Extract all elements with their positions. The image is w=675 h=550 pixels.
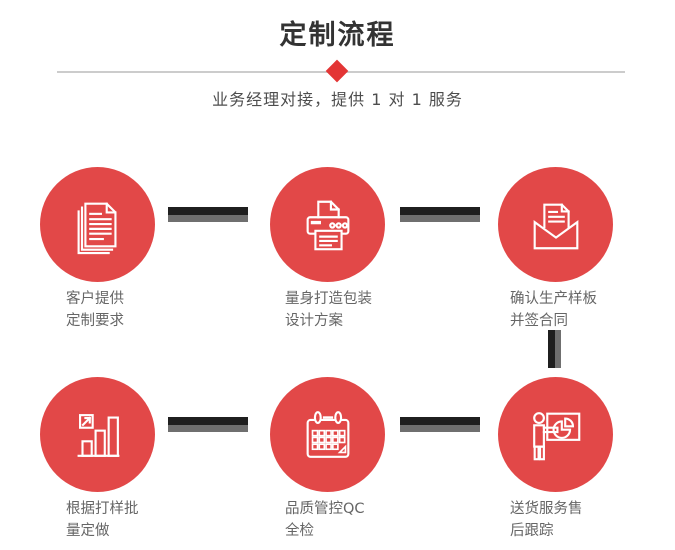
calendar-icon: [306, 410, 349, 458]
diamond-accent-icon: [325, 59, 349, 83]
step-label-line: 量定做: [66, 523, 110, 539]
step-sample-contract: [498, 167, 613, 282]
step-label-line: 全检: [285, 523, 314, 539]
step-packaging-design: [270, 167, 385, 282]
connector-step1-step2: [168, 207, 248, 222]
printer-icon: [306, 200, 349, 250]
step-batch-production: [40, 377, 155, 492]
presenter-icon: [532, 411, 580, 460]
step-label-customer-requirements: 客户提供 定制要求: [66, 288, 124, 332]
connector-step5-step6: [400, 417, 480, 432]
step-quality-control: [270, 377, 385, 492]
connector-step2-step3: [400, 207, 480, 222]
step-customer-requirements: [40, 167, 155, 282]
connector-step3-step6: [548, 330, 561, 368]
step-label-line: 确认生产样板: [510, 291, 597, 307]
page-subtitle: 业务经理对接，提供 1 对 1 服务: [212, 90, 463, 109]
step-label-batch-production: 根据打样批 量定做: [66, 498, 139, 542]
step-label-sample-contract: 确认生产样板 并签合同: [510, 288, 597, 332]
step-delivery-tracking: [498, 377, 613, 492]
page-title: 定制流程: [279, 20, 396, 51]
step-label-delivery-tracking: 送货服务售 后跟踪: [510, 498, 583, 542]
step-label-line: 后跟踪: [510, 523, 554, 539]
step-label-line: 并签合同: [510, 313, 568, 329]
step-label-line: 设计方案: [285, 313, 343, 329]
bar-chart-icon: [77, 413, 119, 457]
step-label-line: 定制要求: [66, 313, 124, 329]
step-label-quality-control: 品质管控QC 全检: [285, 498, 365, 542]
envelope-icon: [533, 203, 578, 249]
step-label-line: 品质管控QC: [285, 501, 365, 517]
step-label-line: 送货服务售: [510, 501, 583, 517]
step-label-packaging-design: 量身打造包装 设计方案: [285, 288, 372, 332]
documents-icon: [77, 202, 117, 254]
step-label-line: 量身打造包装: [285, 291, 372, 307]
connector-step4-step5: [168, 417, 248, 432]
step-label-line: 客户提供: [66, 291, 124, 307]
step-label-line: 根据打样批: [66, 501, 139, 517]
